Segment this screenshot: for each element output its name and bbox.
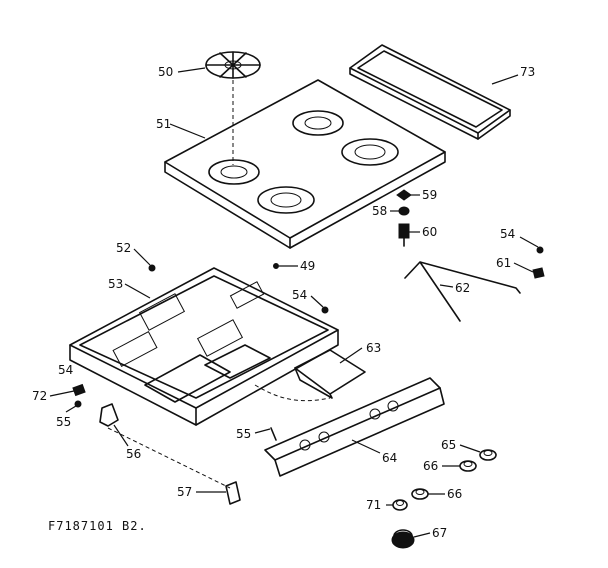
- callout-57: 57: [177, 485, 192, 499]
- part-56-spark-module: [99, 403, 119, 427]
- part-57-bracket: [225, 481, 241, 505]
- part-55-screw-left: [74, 400, 82, 408]
- part-54-screw-mid: [321, 306, 329, 314]
- callout-66-b: 66: [447, 487, 462, 501]
- part-52-screw: [148, 264, 156, 272]
- callout-73: 73: [520, 65, 535, 79]
- callout-58: 58: [372, 204, 387, 218]
- part-59-grommet: [396, 189, 412, 201]
- callout-64: 64: [382, 451, 397, 465]
- part-63-shield: [294, 349, 366, 399]
- callout-50: 50: [158, 65, 173, 79]
- part-67-knob: [391, 529, 415, 549]
- callout-55-right: 55: [236, 427, 251, 441]
- part-61-clip: [532, 267, 545, 279]
- callout-61: 61: [496, 256, 511, 270]
- part-49-screw: [273, 263, 279, 269]
- part-53-burner-box: [69, 267, 339, 426]
- callout-60: 60: [422, 225, 437, 239]
- callout-62: 62: [455, 281, 470, 295]
- part-55-screw-right: [270, 427, 277, 441]
- callout-63: 63: [366, 341, 381, 355]
- part-54-screw-right: [536, 246, 544, 254]
- part-73-cover: [349, 44, 511, 140]
- callout-59: 59: [422, 188, 437, 202]
- callout-65: 65: [441, 438, 456, 452]
- callout-54-left: 54: [58, 363, 73, 377]
- callout-51: 51: [156, 117, 171, 131]
- callout-66-a: 66: [423, 459, 438, 473]
- callout-54-right: 54: [500, 227, 515, 241]
- leader-lines: [49, 67, 539, 538]
- part-62-rod: [404, 261, 521, 322]
- part-60-valve: [398, 223, 410, 247]
- part-66-knob-cap-b: [411, 488, 429, 500]
- callout-72: 72: [32, 389, 47, 403]
- part-66-knob-cap-a: [459, 460, 477, 472]
- part-71-knob-cap: [392, 499, 408, 511]
- part-72-bracket: [72, 383, 86, 397]
- part-64-front-rail: [264, 377, 445, 477]
- callout-56: 56: [126, 447, 141, 461]
- part-58-washer: [398, 206, 410, 216]
- part-50-burner-grate: [205, 51, 261, 165]
- callout-55-left: 55: [56, 415, 71, 429]
- callout-49: 49: [300, 259, 315, 273]
- callout-71: 71: [366, 498, 381, 512]
- callout-67: 67: [432, 526, 447, 540]
- callout-52: 52: [116, 241, 131, 255]
- part-51-cooktop: [164, 79, 446, 249]
- part-65-knob-cap: [479, 449, 497, 461]
- callout-54-mid: 54: [292, 288, 307, 302]
- diagram-code: F7187101 B2.: [48, 519, 147, 533]
- callout-labels: 50 51 73 59 58 60 49 52 53 54 61 62 54 6…: [32, 65, 535, 540]
- callout-53: 53: [108, 277, 123, 291]
